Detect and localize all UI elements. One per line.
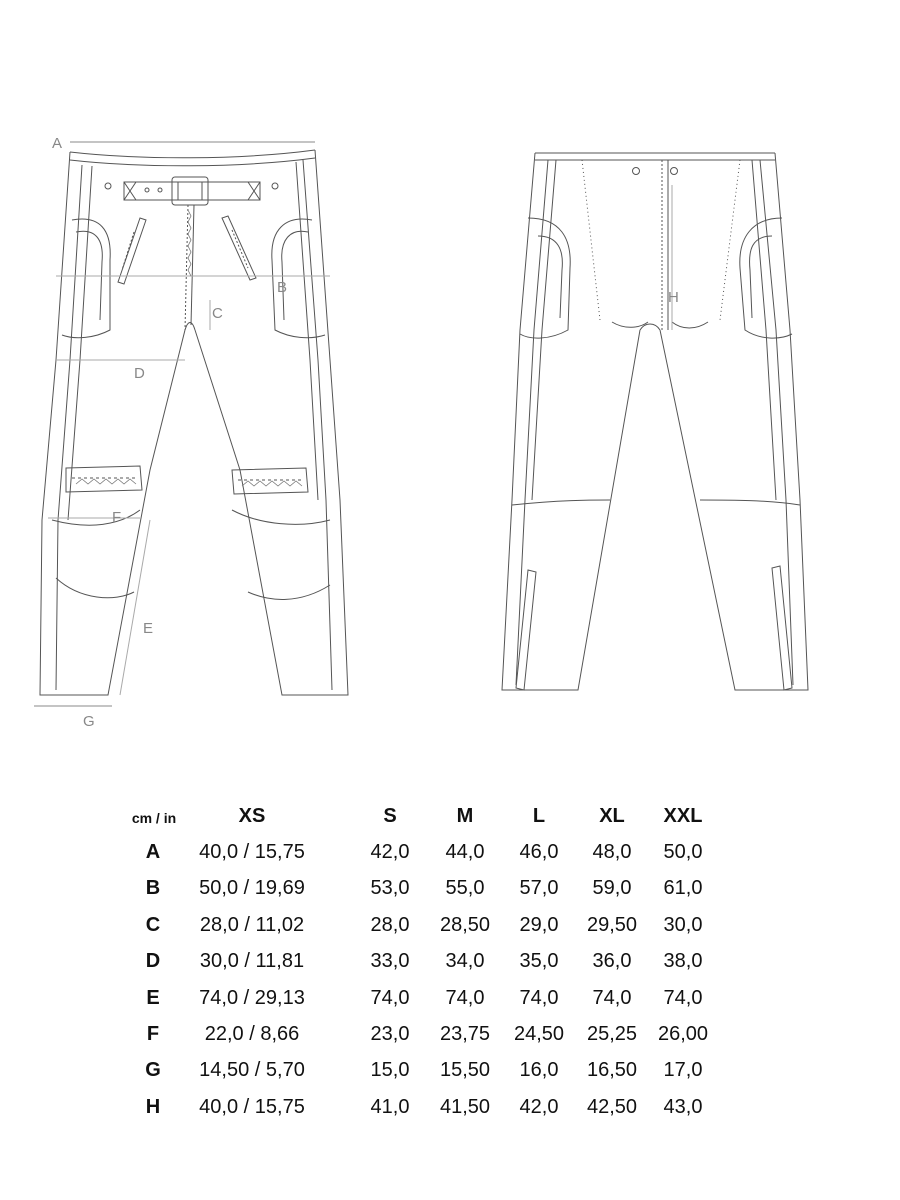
cell-d-xs: 30,0 / 11,81: [199, 950, 305, 973]
cell-c-l: 29,0: [519, 913, 559, 936]
row-label-g: G: [145, 1059, 161, 1082]
cell-a-xs: 40,0 / 15,75: [199, 841, 305, 863]
cell-c-xl: 29,50: [586, 913, 638, 936]
cell-c-m: 28,50: [439, 913, 491, 936]
cell-c-xxl: 30,0: [663, 913, 703, 936]
cell-d-s: 33,0: [370, 950, 410, 973]
unit-label: cm / in: [131, 810, 177, 826]
cell-e-xs: 74,0 / 29,13: [199, 986, 305, 1009]
dimension-label-d: D: [134, 365, 145, 382]
cell-h-xl: 42,50: [586, 1095, 638, 1118]
table-row: A 40,0 / 15,75 42,0 44,0 46,0 48,0 50,0: [0, 841, 900, 877]
cell-e-s: 74,0: [370, 986, 410, 1009]
cell-g-xs: 14,50 / 5,70: [199, 1059, 305, 1082]
cell-h-xs: 40,0 / 15,75: [199, 1095, 305, 1118]
column-header-xs: XS: [238, 805, 266, 827]
cell-g-s: 15,0: [370, 1059, 410, 1082]
cell-e-xl: 74,0: [592, 986, 632, 1009]
cell-g-xxl: 17,0: [663, 1059, 703, 1082]
cell-f-xl: 25,25: [586, 1023, 638, 1045]
cell-g-xl: 16,50: [586, 1059, 638, 1082]
cell-f-xxl: 26,00: [657, 1023, 709, 1045]
table-row: G 14,50 / 5,70 15,0 15,50 16,0 16,50 17,0: [0, 1059, 900, 1095]
cell-a-s: 42,0: [370, 841, 410, 863]
cell-f-xs: 22,0 / 8,66: [204, 1023, 300, 1045]
cell-e-xxl: 74,0: [663, 986, 703, 1009]
dimension-label-g: G: [83, 713, 95, 730]
dimension-label-f: F: [112, 509, 121, 526]
cell-b-s: 53,0: [370, 877, 410, 900]
cell-c-s: 28,0: [370, 913, 410, 936]
table-row: H 40,0 / 15,75 41,0 41,50 42,0 42,50 43,0: [0, 1096, 900, 1132]
dimension-label-h: H: [668, 289, 679, 306]
dimension-label-c: C: [212, 305, 223, 322]
cell-a-xl: 48,0: [592, 841, 632, 863]
cell-b-xs: 50,0 / 19,69: [199, 877, 305, 900]
cell-e-l: 74,0: [519, 986, 559, 1009]
cell-d-xl: 36,0: [592, 950, 632, 973]
column-header-xxl: XXL: [663, 805, 703, 827]
cell-d-l: 35,0: [519, 950, 559, 973]
pants-technical-drawing: A B C D E F G H: [34, 135, 809, 730]
row-label-a: A: [145, 841, 161, 863]
cell-e-m: 74,0: [445, 986, 485, 1009]
cell-h-xxl: 43,0: [663, 1095, 703, 1118]
cell-a-xxl: 50,0: [663, 841, 703, 863]
row-label-h: H: [145, 1095, 161, 1118]
table-row: E 74,0 / 29,13 74,0 74,0 74,0 74,0 74,0: [0, 987, 900, 1023]
cell-b-m: 55,0: [445, 877, 485, 900]
cell-g-l: 16,0: [519, 1059, 559, 1082]
column-header-m: M: [456, 805, 474, 827]
back-view-pants: [501, 152, 809, 691]
cell-a-l: 46,0: [519, 841, 559, 863]
cell-b-l: 57,0: [519, 877, 559, 900]
dimension-label-a: A: [52, 135, 62, 152]
column-header-l: L: [532, 805, 546, 827]
table-row: F 22,0 / 8,66 23,0 23,75 24,50 25,25 26,00: [0, 1023, 900, 1059]
row-label-b: B: [145, 877, 161, 900]
table-header-row: cm / in XS S M L XL XXL: [0, 805, 900, 841]
row-label-c: C: [145, 913, 161, 936]
front-view-pants: [34, 141, 349, 707]
cell-g-m: 15,50: [439, 1059, 491, 1082]
cell-d-xxl: 38,0: [663, 950, 703, 973]
column-header-xl: XL: [599, 805, 625, 827]
row-label-d: D: [145, 950, 161, 973]
cell-a-m: 44,0: [445, 841, 485, 863]
cell-d-m: 34,0: [445, 950, 485, 973]
cell-c-xs: 28,0 / 11,02: [199, 913, 305, 936]
dimension-label-b: B: [277, 279, 287, 296]
table-row: C 28,0 / 11,02 28,0 28,50 29,0 29,50 30,0: [0, 914, 900, 950]
cell-b-xl: 59,0: [592, 877, 632, 900]
column-header-s: S: [383, 805, 397, 827]
row-label-e: E: [146, 986, 160, 1009]
cell-h-m: 41,50: [439, 1095, 491, 1118]
cell-f-l: 24,50: [513, 1023, 565, 1045]
row-label-f: F: [146, 1023, 160, 1045]
cell-h-l: 42,0: [519, 1095, 559, 1118]
table-row: B 50,0 / 19,69 53,0 55,0 57,0 59,0 61,0: [0, 877, 900, 913]
table-row: D 30,0 / 11,81 33,0 34,0 35,0 36,0 38,0: [0, 950, 900, 986]
cell-h-s: 41,0: [370, 1095, 410, 1118]
dimension-label-e: E: [143, 620, 153, 637]
cell-f-m: 23,75: [439, 1023, 491, 1045]
cell-b-xxl: 61,0: [663, 877, 703, 900]
cell-f-s: 23,0: [370, 1023, 410, 1045]
